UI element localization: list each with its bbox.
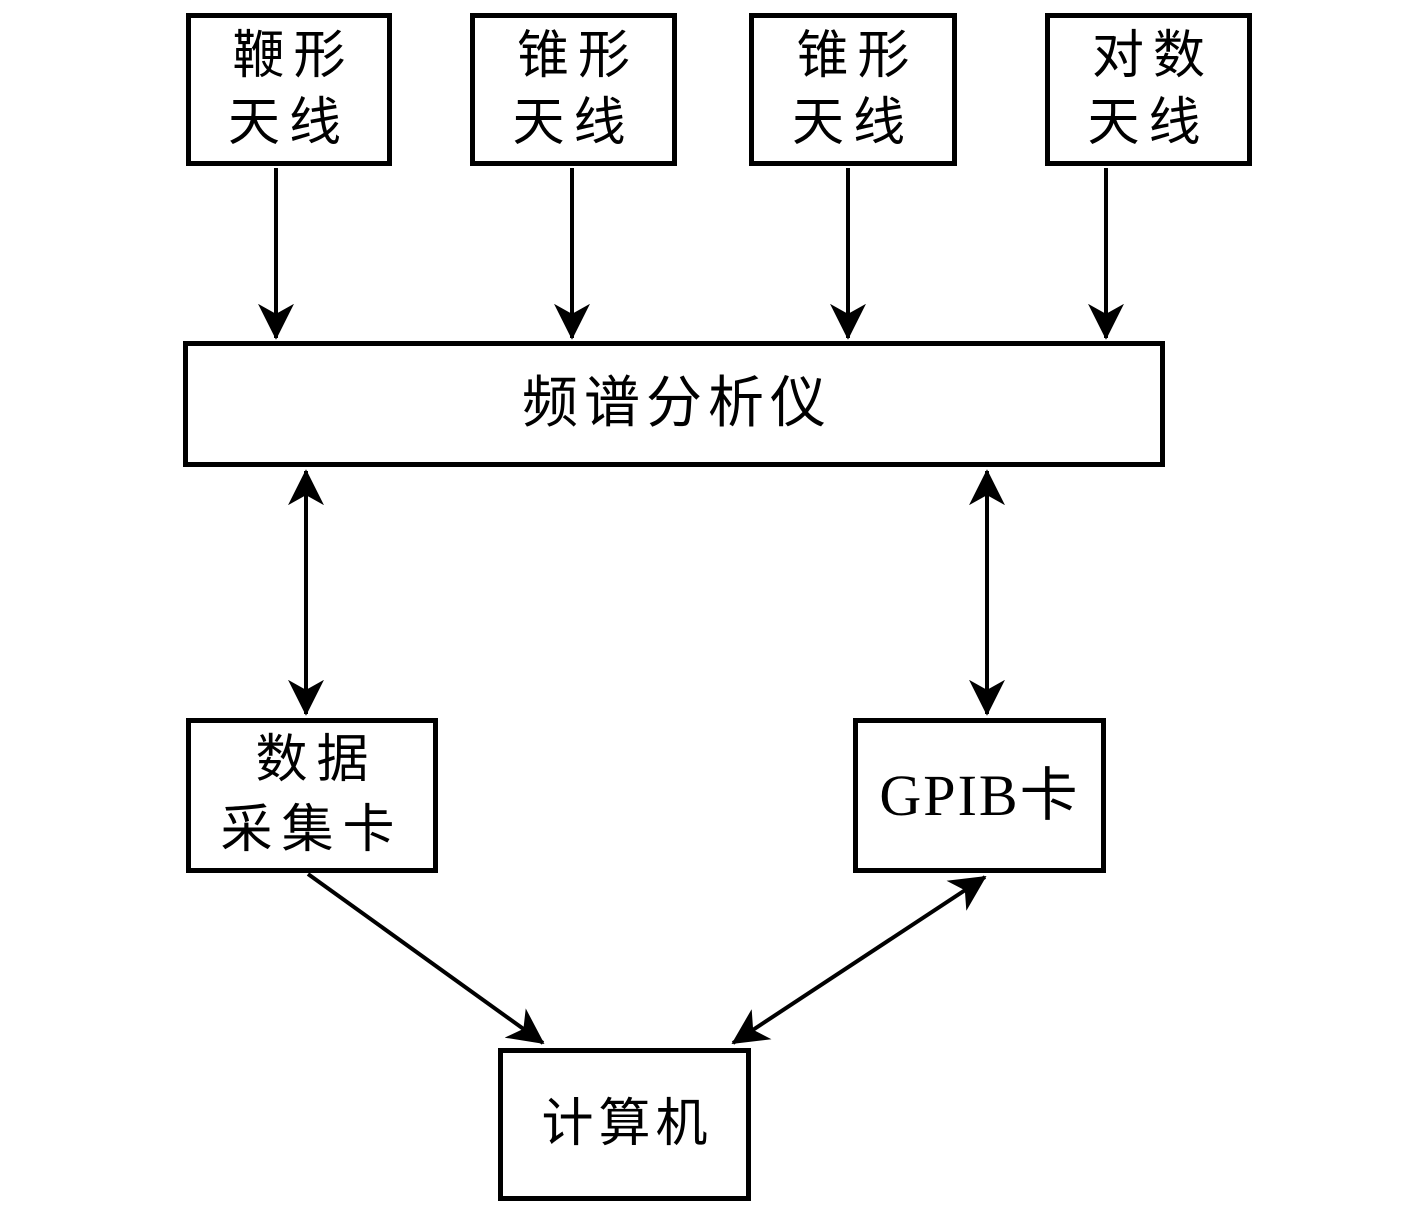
- node-cone-antenna-2: 锥形 天线: [749, 13, 957, 166]
- node-whip-antenna: 鞭形 天线: [186, 13, 392, 166]
- node-daq-card: 数据 采集卡: [186, 718, 438, 873]
- node-gpib-card: GPIB卡: [853, 718, 1106, 873]
- node-cone-antenna-1: 锥形 天线: [470, 13, 677, 166]
- cone-antenna-1-label: 锥形 天线: [512, 27, 639, 152]
- spectrum-analyzer-label: 频谱分析仪: [522, 373, 832, 435]
- node-spectrum-analyzer: 频谱分析仪: [183, 341, 1165, 467]
- arrow-daq-card-to-computer: [306, 872, 545, 1045]
- node-computer: 计算机: [498, 1048, 751, 1201]
- gpib-card-label: GPIB卡: [879, 762, 1080, 828]
- arrow-computer-gpib-card-bidirectional: [731, 875, 987, 1045]
- node-log-antenna: 对数 天线: [1045, 13, 1252, 166]
- computer-label: 计算机: [541, 1095, 713, 1153]
- daq-card-label: 数据 采集卡: [220, 731, 404, 859]
- cone-antenna-2-label: 锥形 天线: [791, 27, 919, 152]
- whip-antenna-label: 鞭形 天线: [227, 27, 355, 152]
- log-antenna-label: 对数 天线: [1087, 27, 1214, 152]
